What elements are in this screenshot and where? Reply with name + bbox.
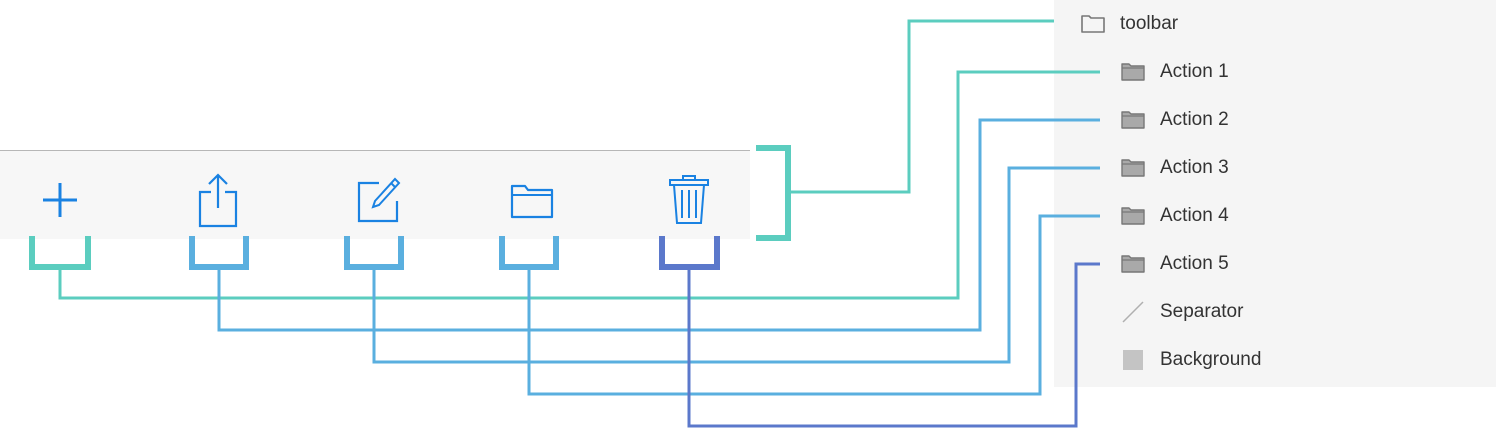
background-square-icon xyxy=(1120,348,1146,372)
layer-label: Action 2 xyxy=(1160,109,1229,130)
trash-icon xyxy=(669,175,709,224)
layer-row-action-4[interactable]: Action 4 xyxy=(1120,192,1229,240)
bracket-trash xyxy=(659,236,720,270)
connector-action-2 xyxy=(217,118,1100,332)
trash-button[interactable] xyxy=(659,170,719,230)
folder-filled-icon xyxy=(1120,60,1146,84)
folder-filled-icon xyxy=(1120,108,1146,132)
layer-row-action-2[interactable]: Action 2 xyxy=(1120,96,1229,144)
folder-outline-icon xyxy=(1080,12,1106,36)
layer-label: Action 3 xyxy=(1160,157,1229,178)
layer-row-separator[interactable]: Separator xyxy=(1120,288,1243,336)
layer-label: Separator xyxy=(1160,301,1244,322)
separator-line-icon xyxy=(1120,300,1146,324)
layer-label: Action 5 xyxy=(1160,253,1229,274)
connector-action-3 xyxy=(372,166,1100,364)
connector-toolbar xyxy=(791,19,1054,194)
folder-filled-icon xyxy=(1120,252,1146,276)
bracket-add xyxy=(29,236,91,270)
plus-icon xyxy=(43,183,77,217)
folder-button[interactable] xyxy=(502,170,562,230)
bracket-folder xyxy=(499,236,559,270)
connector-action-4 xyxy=(527,214,1100,396)
bracket-compose xyxy=(344,236,404,270)
layer-label: Action 1 xyxy=(1160,61,1229,82)
compose-button[interactable] xyxy=(346,170,406,230)
layer-row-toolbar[interactable]: toolbar xyxy=(1080,0,1178,48)
layer-label: Background xyxy=(1160,349,1262,370)
layer-row-background[interactable]: Background xyxy=(1120,336,1261,384)
layer-row-action-3[interactable]: Action 3 xyxy=(1120,144,1229,192)
toolbar-bracket xyxy=(756,145,791,241)
share-icon xyxy=(198,173,238,228)
folder-filled-icon xyxy=(1120,204,1146,228)
toolbar-mockup xyxy=(0,150,750,239)
compose-icon xyxy=(357,177,401,223)
layer-row-action-5[interactable]: Action 5 xyxy=(1120,240,1229,288)
connector-action-5 xyxy=(687,262,1100,428)
bracket-share xyxy=(189,236,249,270)
share-button[interactable] xyxy=(188,170,248,230)
connector-action-1 xyxy=(58,70,1100,300)
layer-row-action-1[interactable]: Action 1 xyxy=(1120,48,1229,96)
layer-label: toolbar xyxy=(1120,13,1179,34)
folder-icon xyxy=(510,184,554,219)
layer-label: Action 4 xyxy=(1160,205,1229,226)
folder-filled-icon xyxy=(1120,156,1146,180)
add-button[interactable] xyxy=(30,170,90,230)
